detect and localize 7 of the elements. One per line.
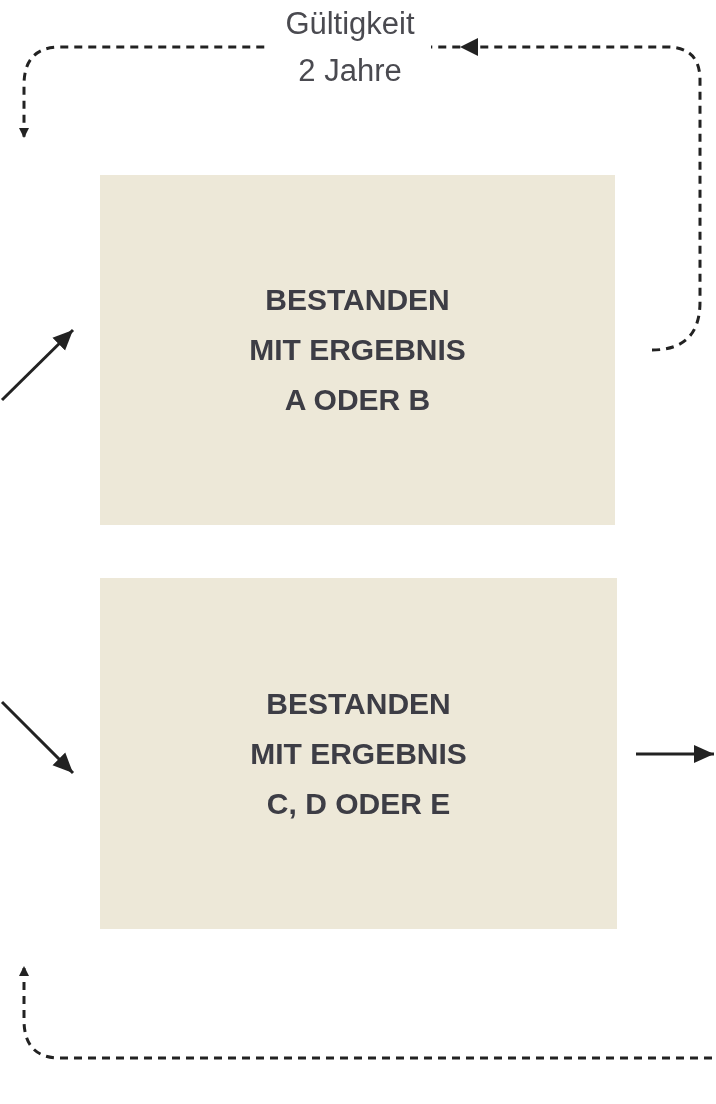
- arrow: [636, 745, 714, 763]
- result-box: [100, 175, 615, 525]
- arrow: [0, 328, 75, 402]
- result-text: BESTANDEN MIT ERGEBNIS A ODER B: [248, 282, 467, 418]
- arrow: [0, 700, 75, 775]
- result-box: [100, 578, 617, 929]
- result-text: BESTANDEN MIT ERGEBNIS C, D ODER E: [249, 685, 468, 822]
